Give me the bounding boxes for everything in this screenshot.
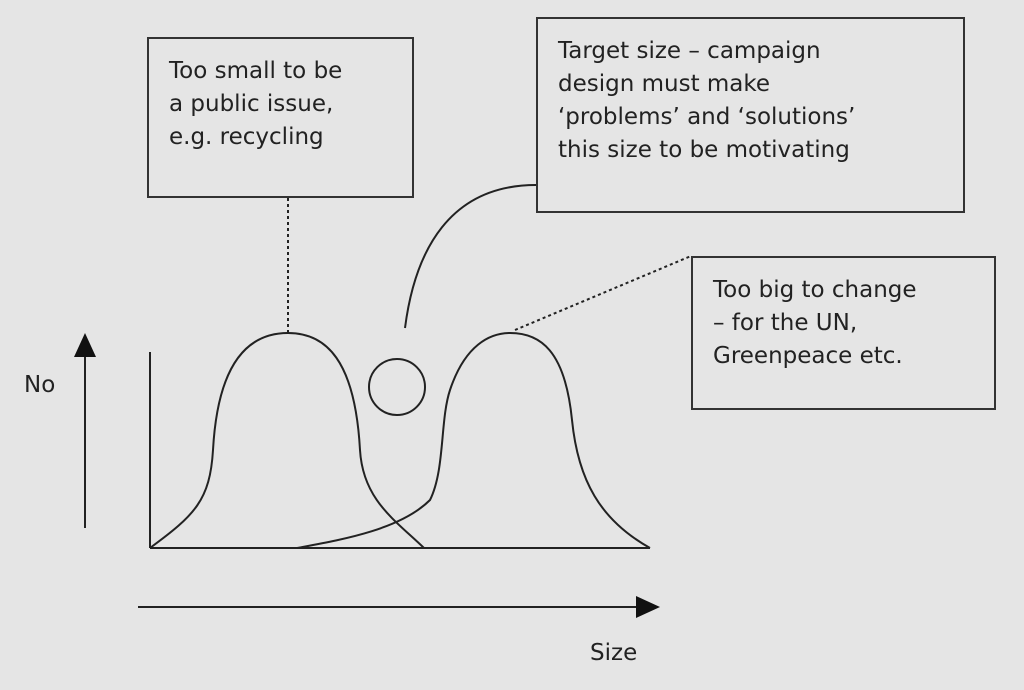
target-line: ‘problems’ and ‘solutions’ [558, 104, 856, 130]
too-big-line: – for the UN, [713, 310, 858, 336]
y-axis-label: No [24, 372, 56, 398]
x-axis-label: Size [590, 640, 638, 666]
y-arrow-head-icon [74, 333, 96, 357]
target-circle [368, 358, 426, 416]
small-issue-curve [149, 331, 425, 549]
too-small-box: Too small to be a public issue, e.g. rec… [147, 37, 414, 198]
too-big-line: Greenpeace etc. [713, 343, 903, 369]
too-big-line: Too big to change [713, 277, 917, 303]
target-line: design must make [558, 71, 771, 97]
big-connector [514, 255, 692, 331]
too-small-line: Too small to be [169, 58, 343, 84]
target-size-box: Target size – campaign design must make … [536, 17, 965, 213]
target-line: this size to be motivating [558, 137, 850, 163]
too-small-line: e.g. recycling [169, 124, 324, 150]
target-line: Target size – campaign [558, 38, 821, 64]
x-arrow-head-icon [636, 596, 660, 618]
too-big-box: Too big to change – for the UN, Greenpea… [691, 256, 996, 410]
target-connector [404, 184, 537, 329]
large-issue-curve [296, 331, 651, 549]
too-small-line: a public issue, [169, 91, 334, 117]
